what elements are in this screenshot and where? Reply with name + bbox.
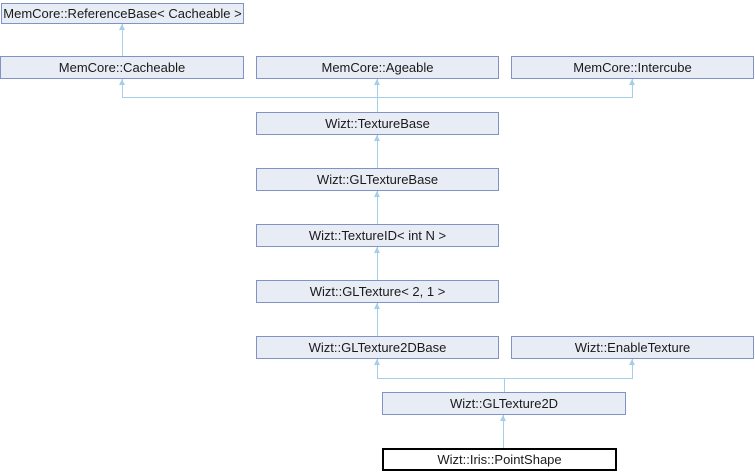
arrowhead-icon xyxy=(374,303,380,309)
edge-gltexturebase-to-texturebase xyxy=(377,135,378,168)
edge-texturebase-to-cacheable xyxy=(122,79,123,97)
class-node-wizt-iris-pointshape: Wizt::Iris::PointShape xyxy=(382,448,617,471)
class-node-wizt-gltexturebase[interactable]: Wizt::GLTextureBase xyxy=(256,168,499,191)
edge-gltexture-to-textureid xyxy=(377,247,378,280)
class-node-wizt-texturebase[interactable]: Wizt::TextureBase xyxy=(256,112,499,135)
edge-gltexture2d-parents-bus xyxy=(377,378,633,379)
class-node-wizt-gltexture2dbase[interactable]: Wizt::GLTexture2DBase xyxy=(256,336,499,359)
arrowhead-icon xyxy=(119,24,125,30)
arrowhead-icon xyxy=(500,415,506,421)
class-node-memcore-ageable[interactable]: MemCore::Ageable xyxy=(256,56,499,79)
edge-textureid-to-gltexturebase xyxy=(377,191,378,224)
edge-texturebase-to-ageable xyxy=(377,79,378,112)
edge-pointshape-to-gltexture2d xyxy=(503,415,504,448)
class-node-wizt-enabletexture[interactable]: Wizt::EnableTexture xyxy=(511,336,754,359)
class-node-wizt-textureid[interactable]: Wizt::TextureID< int N > xyxy=(256,224,499,247)
class-node-wizt-gltexture[interactable]: Wizt::GLTexture< 2, 1 > xyxy=(256,280,499,303)
edge-cacheable-to-referencebase xyxy=(122,24,123,56)
arrowhead-icon xyxy=(374,79,380,85)
arrowhead-icon xyxy=(374,247,380,253)
arrowhead-icon xyxy=(374,191,380,197)
class-node-memcore-referencebase[interactable]: MemCore::ReferenceBase< Cacheable > xyxy=(1,3,244,24)
class-node-memcore-intercube[interactable]: MemCore::Intercube xyxy=(511,56,754,79)
arrowhead-icon xyxy=(374,135,380,141)
class-node-wizt-gltexture2d[interactable]: Wizt::GLTexture2D xyxy=(382,392,626,415)
edge-texturebase-to-intercube xyxy=(632,79,633,97)
edge-gltexture2d-to-gltexture2dbase xyxy=(377,359,378,378)
arrowhead-icon xyxy=(629,359,635,365)
arrowhead-icon xyxy=(374,359,380,365)
class-node-memcore-cacheable[interactable]: MemCore::Cacheable xyxy=(0,56,244,79)
edge-gltexture2d-to-enabletexture xyxy=(632,359,633,378)
arrowhead-icon xyxy=(629,79,635,85)
edge-gltexture2dbase-to-gltexture xyxy=(377,303,378,336)
arrowhead-icon xyxy=(119,79,125,85)
edge-gltexture2d-stub xyxy=(504,378,505,392)
